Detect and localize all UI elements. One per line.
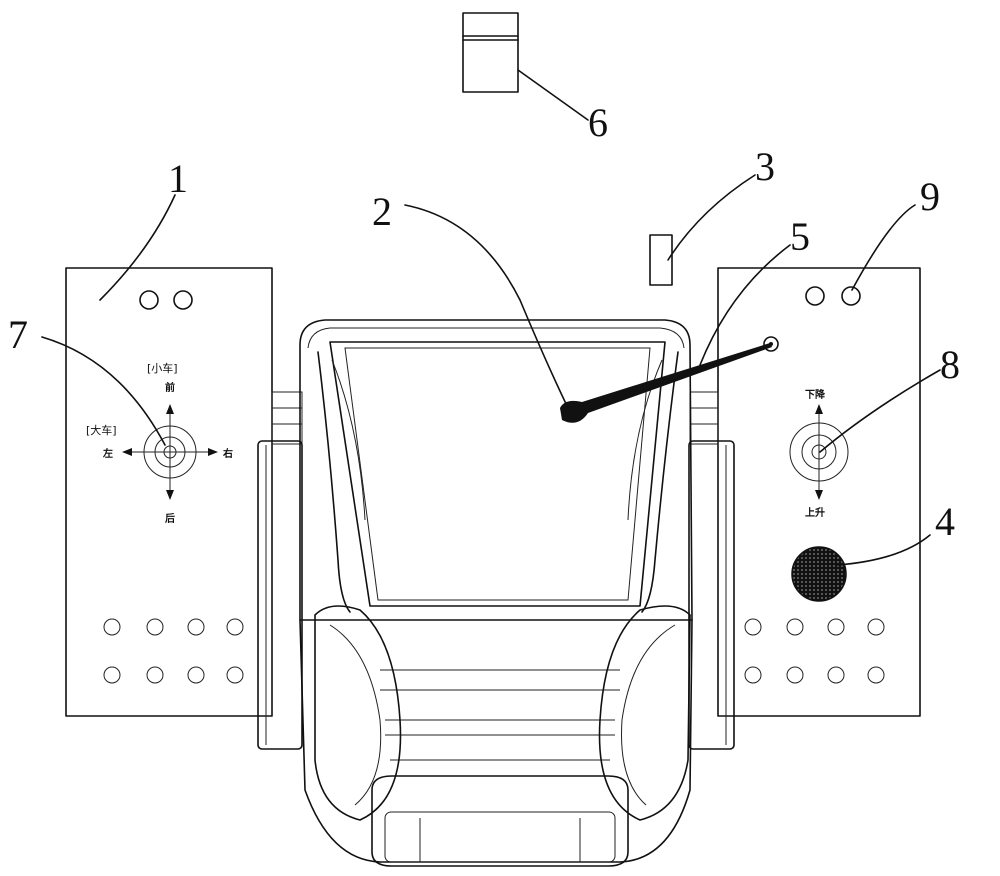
wand-pointer <box>560 336 779 423</box>
callout-7: 7 <box>8 312 28 357</box>
top-box-unit <box>462 12 519 93</box>
left-joystick <box>122 404 218 500</box>
callout-3: 3 <box>755 144 775 189</box>
right-joy-top-label: 下降 <box>805 388 826 401</box>
small-sensor <box>649 234 673 286</box>
right-joy-bottom-label: 上升 <box>805 506 825 519</box>
operator-seat <box>257 319 735 867</box>
right-button-grid <box>744 618 885 684</box>
left-joy-top-tag: [小车] <box>147 361 178 375</box>
left-button-grid <box>103 618 244 684</box>
left-console: [小车] 前 [大车] 左 右 后 <box>65 267 273 717</box>
callout-8: 8 <box>940 342 960 387</box>
callout-1: 1 <box>168 156 188 201</box>
left-joy-top-label: 前 <box>165 381 175 394</box>
callout-2: 2 <box>372 189 392 234</box>
left-joy-bottom-label: 后 <box>165 512 175 525</box>
callout-5: 5 <box>790 214 810 259</box>
callout-6: 6 <box>588 100 608 145</box>
right-console: 下降 上升 <box>717 267 921 717</box>
round-grille-button <box>791 546 847 602</box>
leader-lines <box>41 69 941 566</box>
left-joy-right-label: 右 <box>222 447 233 460</box>
left-joy-left-tag: [大车] <box>86 423 117 437</box>
callout-9: 9 <box>920 174 940 219</box>
callout-4: 4 <box>935 499 955 544</box>
left-joy-left-label: 左 <box>102 447 113 460</box>
right-joystick <box>789 404 849 500</box>
